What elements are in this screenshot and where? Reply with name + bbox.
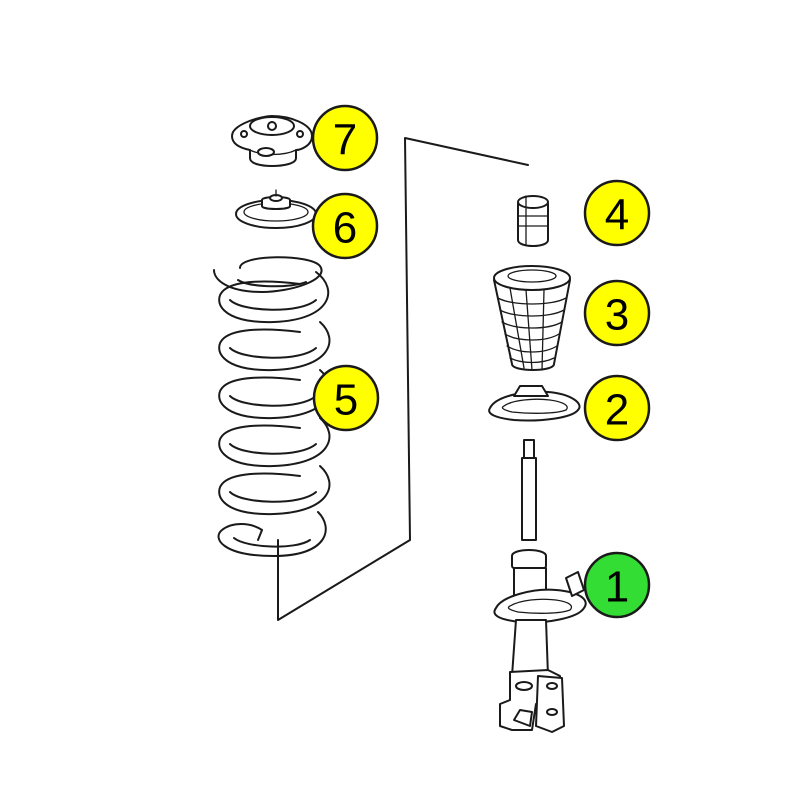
bump-stop-icon [517, 195, 549, 247]
spring-pad-icon [488, 385, 581, 422]
callout-3-label: 3 [605, 291, 629, 340]
spring-upper-seat-icon [235, 189, 317, 229]
callout-3-circle [583, 279, 651, 347]
callout-6: 6 [311, 192, 379, 260]
callout-7-label: 7 [333, 116, 357, 165]
coil-spring-icon [213, 256, 331, 557]
callout-5: 5 [312, 364, 380, 432]
callout-5-label: 5 [334, 376, 358, 425]
callout-4-label: 4 [605, 191, 629, 240]
callout-4-circle [583, 179, 651, 247]
callout-3: 3 [583, 279, 651, 347]
callout-7: 7 [311, 104, 379, 172]
callout-5-circle [312, 364, 380, 432]
assembly-connector-line [277, 137, 529, 621]
callout-7-circle [311, 104, 379, 172]
dust-boot-icon [493, 265, 571, 371]
callout-6-label: 6 [333, 204, 357, 253]
callout-2-circle [583, 374, 651, 442]
shock-absorber-strut-icon [493, 439, 587, 733]
callout-1: 1 [583, 551, 651, 619]
callout-1-circle [583, 551, 651, 619]
callout-4: 4 [583, 179, 651, 247]
callout-2-label: 2 [605, 386, 629, 435]
callout-1-label: 1 [605, 563, 629, 612]
callout-2: 2 [583, 374, 651, 442]
top-strut-mount-icon [231, 115, 313, 167]
callout-6-circle [311, 192, 379, 260]
